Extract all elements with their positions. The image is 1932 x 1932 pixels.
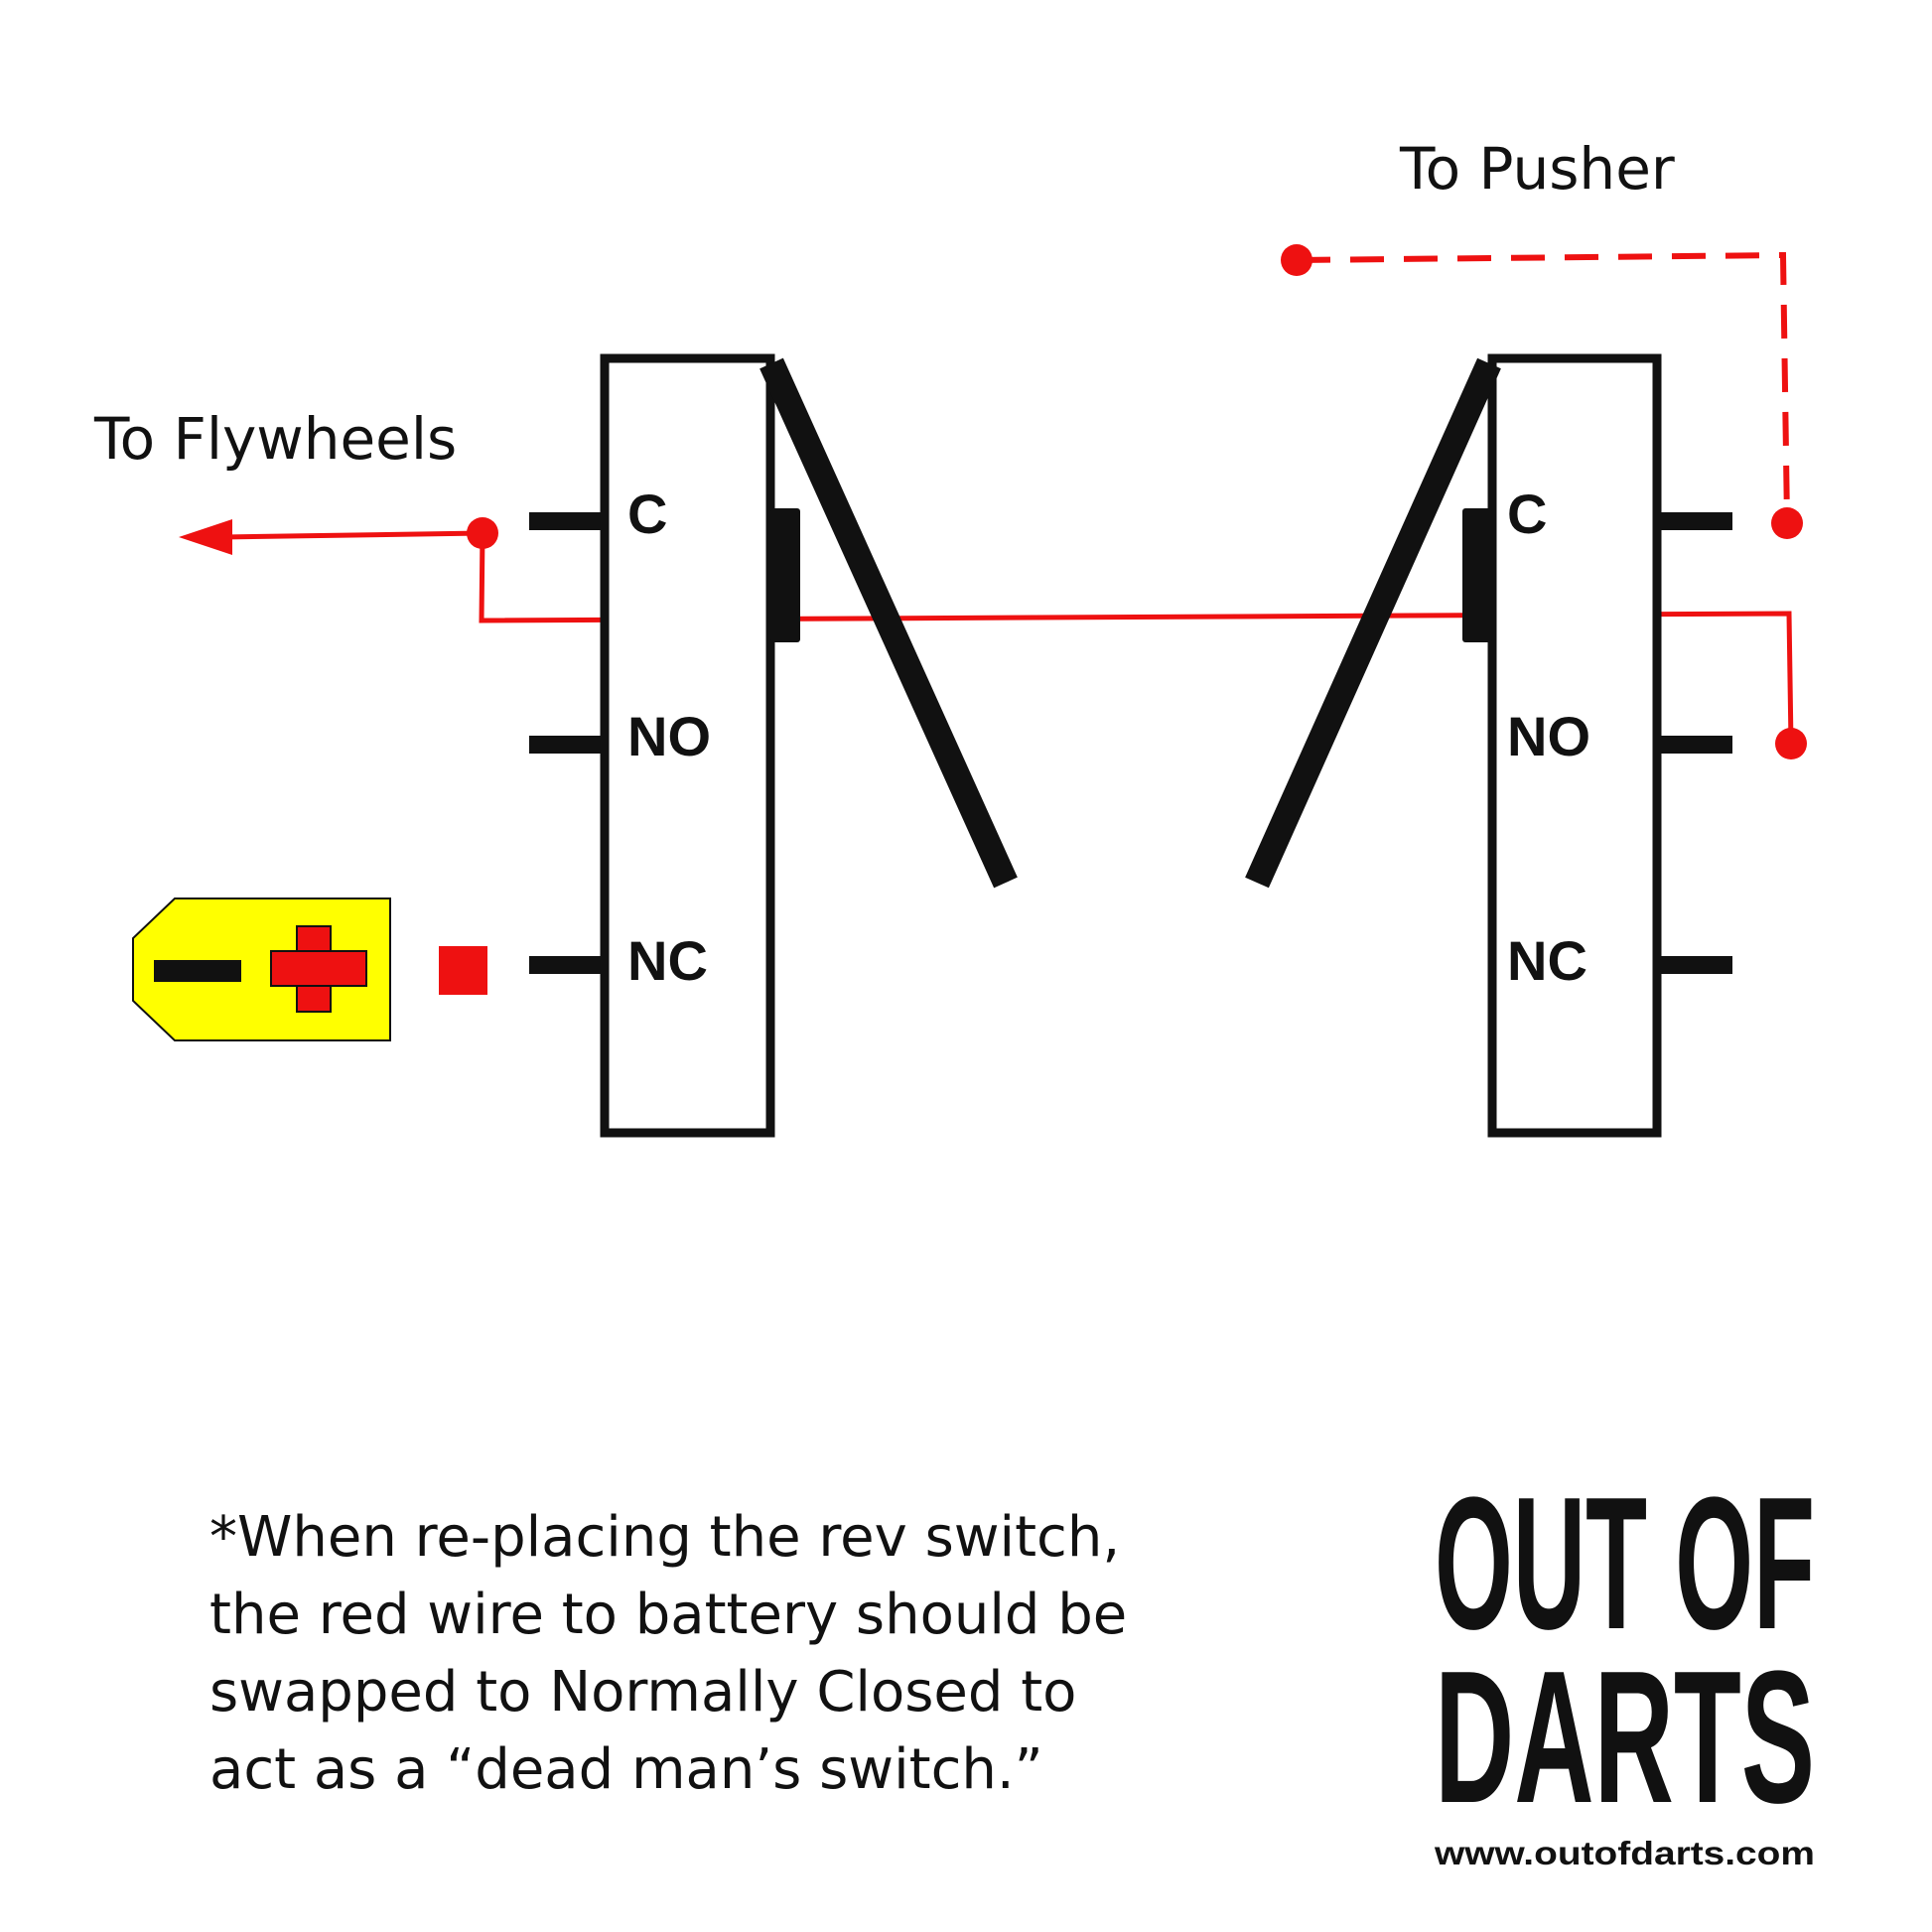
flywheel-wire: [222, 530, 483, 540]
battery-icon: [132, 897, 391, 1041]
left-switch-plunger: [770, 508, 800, 642]
right-pin-c: [1657, 512, 1732, 530]
out-of-darts-logo: OUT OF DARTS www.outofdarts.com: [1434, 1458, 1815, 1871]
right-switch-pins: [1657, 512, 1732, 974]
right-c-node: [1771, 507, 1803, 539]
right-pin-no: [1657, 736, 1732, 754]
note-line: the red wire to battery should be: [209, 1583, 1127, 1647]
right-pin-nc: [1657, 956, 1732, 974]
left-switch: C NO NC: [529, 353, 1018, 1138]
right-switch-lever: [1245, 357, 1501, 889]
left-switch-body: [600, 353, 775, 1138]
left-switch-lever: [759, 357, 1018, 889]
right-term-c: C: [1507, 483, 1547, 545]
right-no-node: [1775, 728, 1807, 759]
left-switch-pins: [529, 512, 605, 974]
right-switch-body: [1487, 353, 1662, 1138]
logo-line-2: DARTS: [1435, 1632, 1815, 1843]
left-c-node: [467, 517, 498, 549]
battery-plus-icon: [270, 925, 367, 1013]
pusher-wire-dashed: [1296, 251, 1790, 522]
logo-url: www.outofdarts.com: [1434, 1835, 1815, 1871]
left-term-no: NO: [627, 705, 711, 767]
wire-nodes: [467, 244, 1807, 759]
wires: [222, 251, 1794, 745]
battery-minus-icon: [154, 960, 241, 982]
pusher-wire-node: [1281, 244, 1312, 276]
bridge-wire: [479, 532, 1794, 745]
left-pin-no: [529, 736, 605, 754]
left-pin-c: [529, 512, 605, 530]
note-line: act as a “dead man’s switch.”: [209, 1737, 1043, 1802]
right-switch: C NO NC: [1245, 353, 1732, 1138]
left-term-c: C: [627, 483, 667, 545]
left-pin-nc: [529, 956, 605, 974]
to-pusher-label: To Pusher: [1399, 135, 1675, 203]
battery-wire-end: [439, 946, 487, 995]
right-term-no: NO: [1507, 705, 1590, 767]
logo-line-1: OUT OF: [1435, 1458, 1815, 1669]
to-flywheels-label: To Flywheels: [93, 405, 457, 473]
right-term-nc: NC: [1507, 929, 1587, 992]
left-term-nc: NC: [627, 929, 708, 992]
note-line: *When re-placing the rev switch,: [209, 1505, 1120, 1570]
note: *When re-placing the rev switch, the red…: [209, 1505, 1127, 1802]
right-switch-plunger: [1462, 508, 1492, 642]
arrow-left-icon: [179, 519, 232, 555]
note-line: swapped to Normally Closed to: [209, 1660, 1076, 1725]
